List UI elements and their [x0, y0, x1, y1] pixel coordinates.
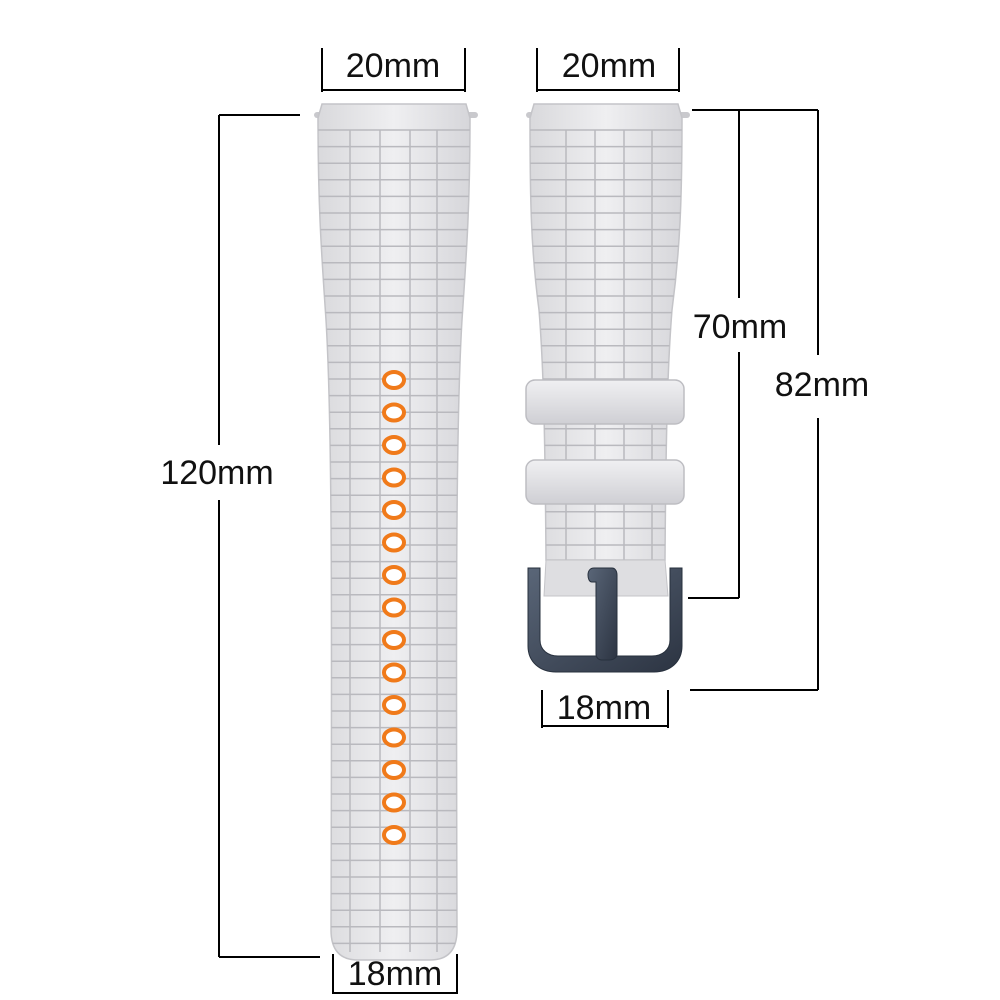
- strap-hole: [382, 760, 406, 780]
- buckle-frame: [527, 567, 683, 673]
- buckle-strap-total-length-label: 82mm: [775, 366, 869, 404]
- strap-hole: [382, 792, 406, 813]
- long-strap-top-width-label: 20mm: [346, 47, 440, 85]
- strap-hole: [382, 825, 406, 845]
- buckle: [527, 567, 683, 673]
- strap-hole: [382, 435, 406, 455]
- buckle-strap-top-width-label: 20mm: [562, 47, 656, 85]
- long-strap-body: [317, 103, 471, 961]
- buckle-width-label: 18mm: [557, 689, 651, 727]
- buckle-tongue: [587, 567, 618, 661]
- strap-hole: [382, 500, 406, 520]
- strap-hole: [382, 630, 406, 650]
- buckle-strap: [525, 103, 690, 673]
- strap-hole: [382, 532, 406, 553]
- long-strap-bottom-width-label: 18mm: [348, 955, 442, 993]
- dimension-lines: [218, 48, 819, 994]
- long-strap: [314, 103, 478, 961]
- strap-hole: [382, 662, 406, 683]
- long-strap-length-label: 120mm: [160, 454, 273, 492]
- strap-hole: [382, 597, 406, 618]
- strap-hole: [382, 695, 406, 715]
- strap-hole: [382, 565, 406, 585]
- strap-hole: [382, 370, 406, 390]
- strap-hole: [382, 467, 406, 488]
- buckle-strap-length-to-buckle-label: 70mm: [693, 308, 787, 346]
- strap-hole: [382, 402, 406, 423]
- strap-keeper-upper: [525, 379, 685, 425]
- strap-hole: [382, 727, 406, 748]
- long-strap-holes: [382, 370, 406, 845]
- strap-keeper-lower: [525, 459, 685, 505]
